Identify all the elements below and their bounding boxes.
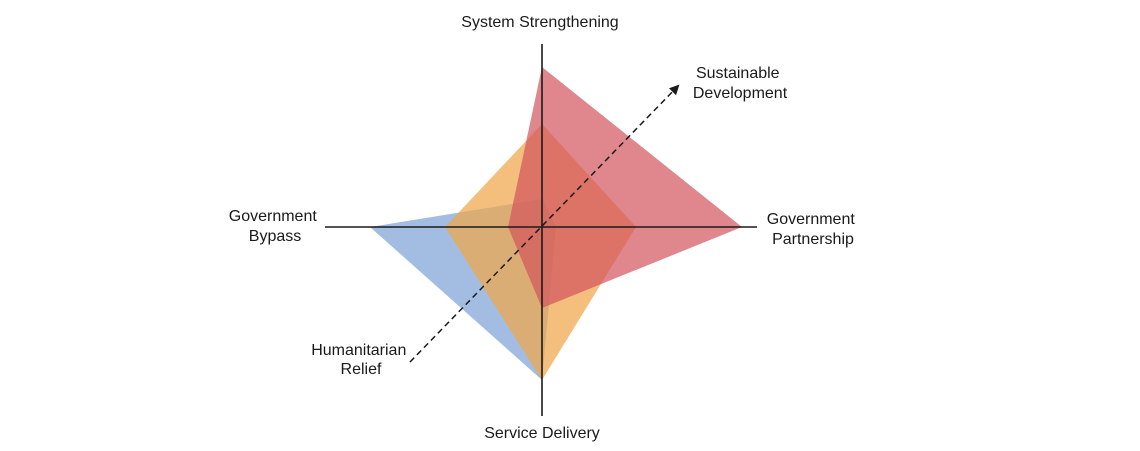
label-service-delivery: Service Delivery: [484, 425, 600, 442]
label-sustainable-development: Sustainable Development: [693, 65, 788, 102]
label-humanitarian-relief: Humanitarian Relief: [311, 342, 411, 378]
diagonal-dashed-axis: [409, 84, 680, 363]
label-government-partnership: Government Partnership: [767, 211, 860, 248]
label-system-strengthening: System Strengthening: [461, 14, 618, 31]
label-government-bypass: Government Bypass: [229, 208, 322, 245]
red-shape: [508, 67, 742, 308]
